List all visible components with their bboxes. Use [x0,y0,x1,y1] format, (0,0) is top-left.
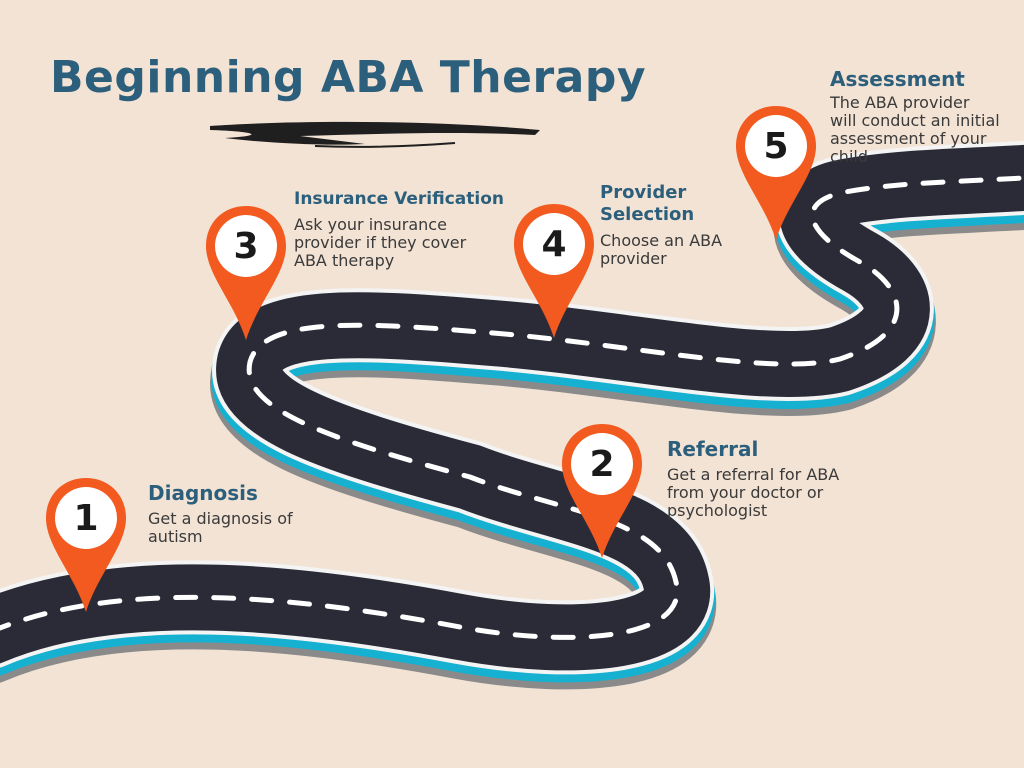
step-number: 1 [73,497,99,539]
map-pin-icon [562,424,642,558]
step-insurance-verification: Insurance Verification Ask your insuranc… [294,188,534,270]
step-description: Get a diagnosis of autism [148,509,293,546]
step-number: 4 [541,223,567,265]
road-asphalt [0,144,1024,671]
step-provider-selection: Provider Selection Choose an ABA provide… [600,182,730,268]
map-pin-icon [736,106,816,240]
pin-marker-3: 3 [204,204,288,344]
pin-marker-5: 5 [734,104,818,244]
step-assessment: Assessment The ABA provider will conduct… [830,68,1000,166]
step-number: 2 [589,443,615,485]
map-pin-icon [46,478,126,612]
pin-marker-2: 2 [560,422,644,562]
step-diagnosis: Diagnosis Get a diagnosis of autism [148,482,338,546]
step-description: Ask your insurance provider if they cove… [294,215,467,270]
step-description: Choose an ABA provider [600,231,723,268]
step-number: 3 [233,225,259,267]
step-referral: Referral Get a referral for ABA from you… [667,438,867,520]
step-number: 5 [763,125,789,167]
pin-marker-4: 4 [512,202,596,342]
page-title: Beginning ABA Therapy [50,52,647,103]
step-title: Provider Selection [600,182,695,225]
map-pin-icon [206,206,286,340]
step-title: Assessment [830,67,965,91]
step-title: Diagnosis [148,481,258,505]
step-title: Referral [667,437,759,461]
map-pin-icon [514,204,594,338]
pin-marker-1: 1 [44,476,128,616]
brush-underline [210,121,540,148]
step-description: Get a referral for ABA from your doctor … [667,465,840,520]
step-title: Insurance Verification [294,189,504,209]
step-description: The ABA provider will conduct an initial… [830,93,1000,166]
